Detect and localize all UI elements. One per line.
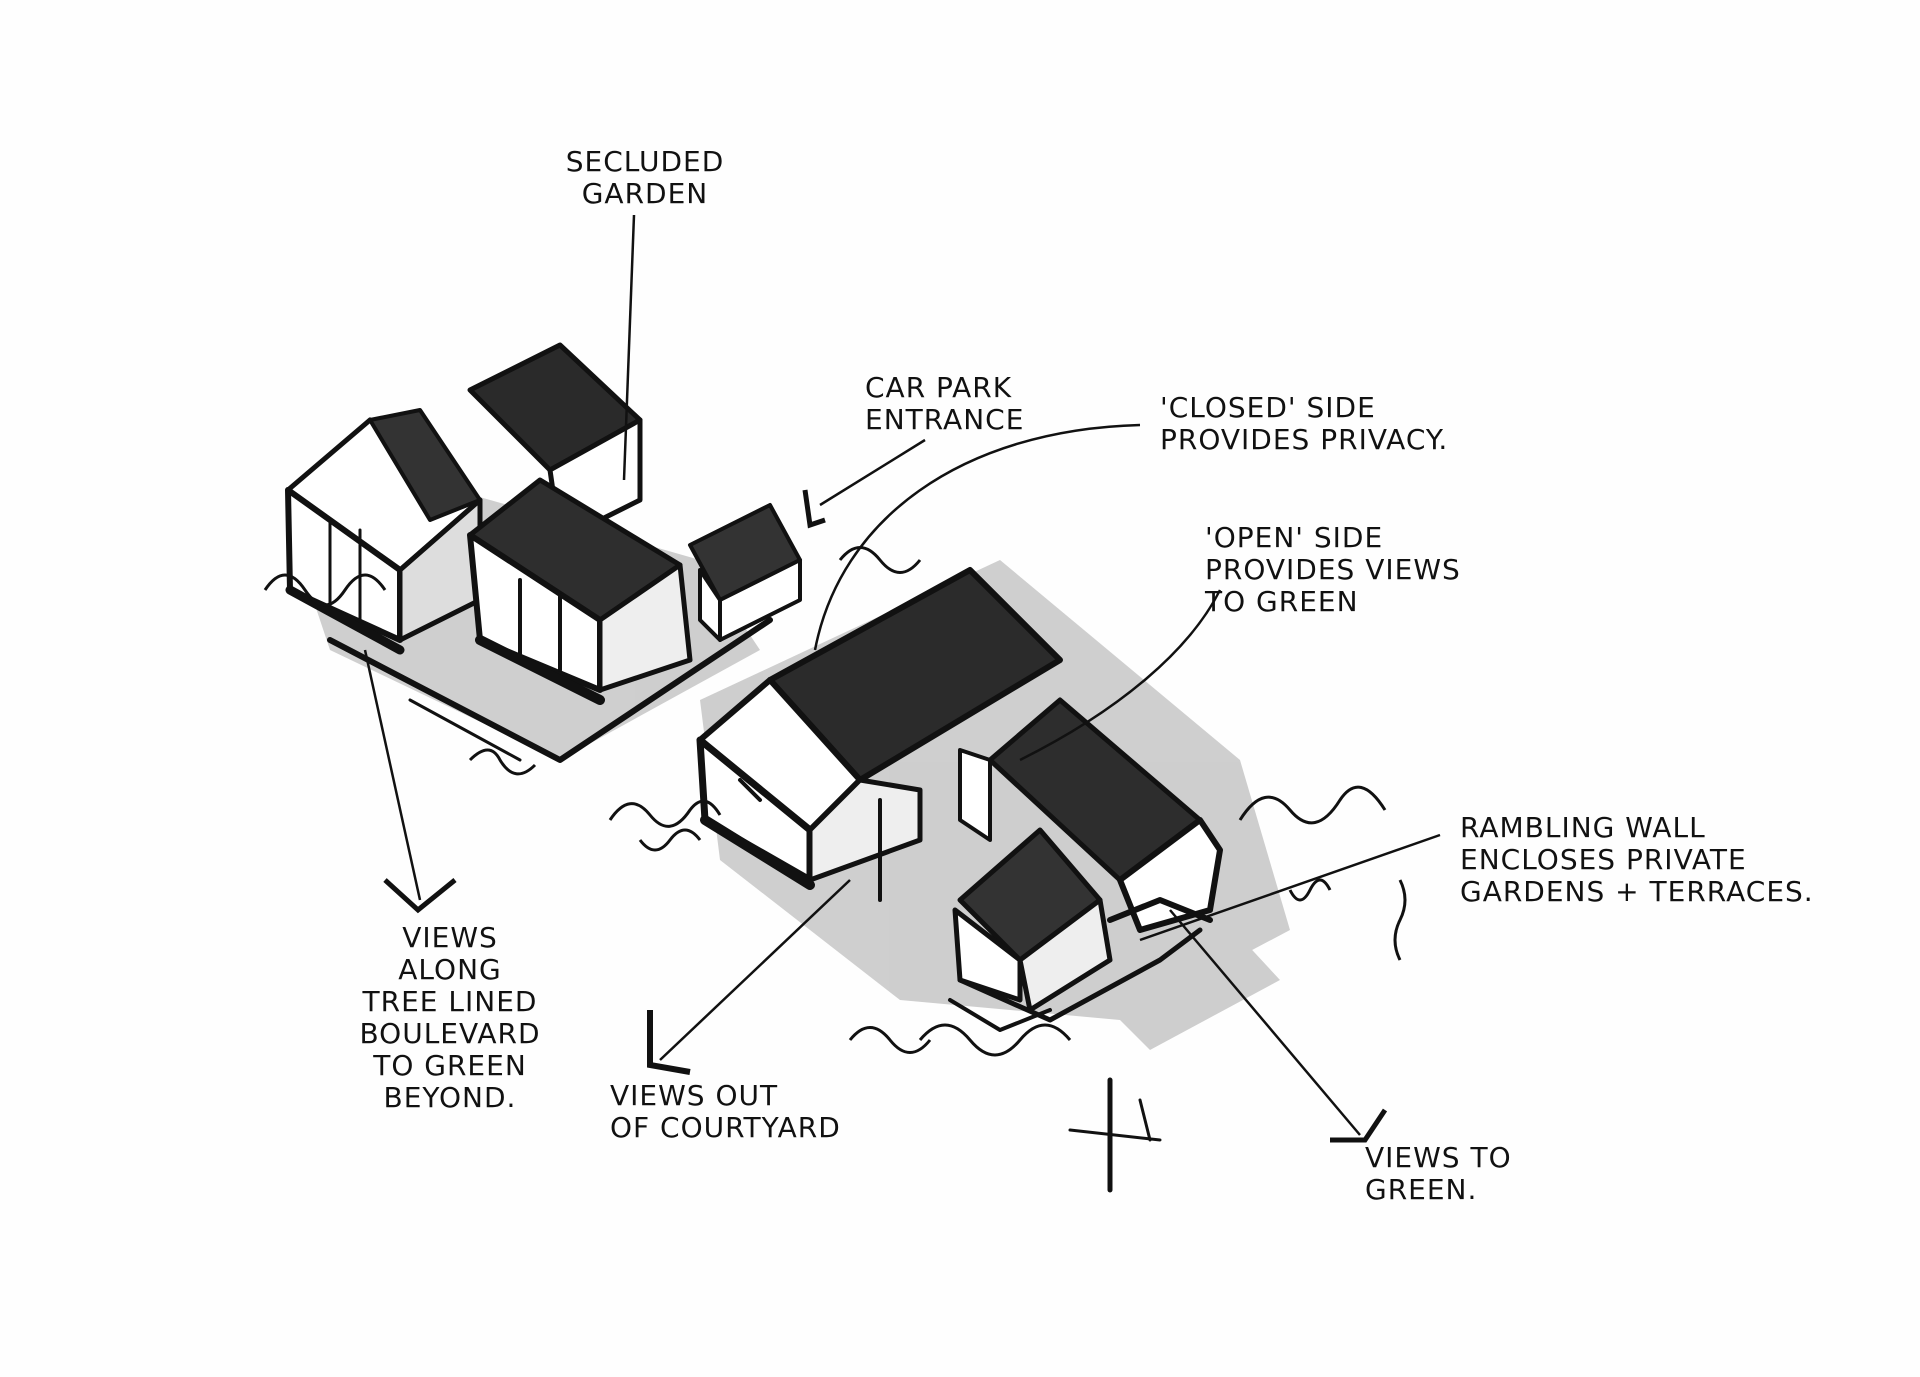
arrow-views-green — [1330, 1108, 1388, 1143]
label-secluded-garden: SECLUDED GARDEN — [565, 145, 725, 210]
label-views-courtyard: VIEWS OUT OF COURTYARD — [610, 1079, 841, 1144]
leader-rambling-wall — [1139, 833, 1441, 942]
label-car-park-entrance: CAR PARK ENTRANCE — [865, 371, 1025, 436]
leader-secluded-garden — [622, 214, 636, 481]
arrow-views-courtyard — [647, 1010, 691, 1075]
leader-views-courtyard — [659, 879, 851, 1061]
leader-lines — [363, 214, 1441, 1143]
leader-views-boulevard — [363, 649, 422, 901]
leader-car-park — [819, 438, 926, 507]
label-rambling-wall: RAMBLING WALL ENCLOSES PRIVATE GARDENS +… — [1460, 811, 1814, 908]
building-group-south — [696, 567, 1223, 1193]
building-group-north — [285, 342, 802, 763]
leader-views-green — [1169, 909, 1361, 1136]
leader-closed-side — [813, 423, 1141, 651]
label-closed-side: 'CLOSED' SIDE PROVIDES PRIVACY. — [1160, 391, 1449, 456]
label-open-side: 'OPEN' SIDE PROVIDES VIEWS TO GREEN — [1205, 521, 1461, 618]
label-views-green: VIEWS TO GREEN. — [1365, 1141, 1512, 1206]
leader-open-side — [1019, 589, 1222, 762]
arrow-views-boulevard — [383, 878, 457, 914]
label-views-boulevard: VIEWS ALONG TREE LINED BOULEVARD TO GREE… — [359, 921, 541, 1114]
foliage-scribbles — [263, 546, 1407, 1057]
